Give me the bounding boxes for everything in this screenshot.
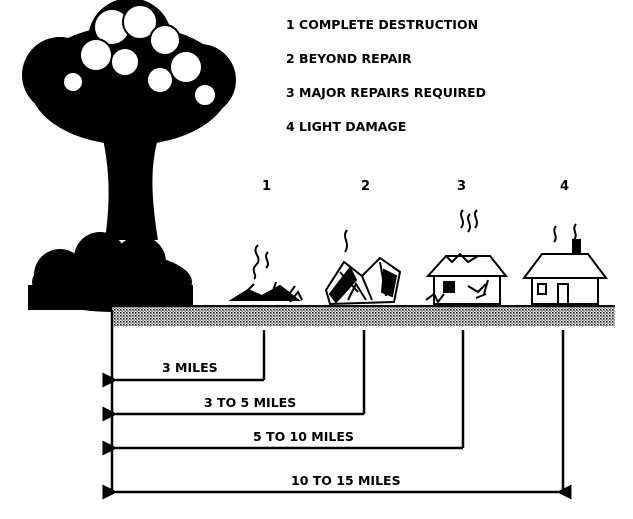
rubble-icon (228, 244, 303, 303)
zone-number-3: 3 (457, 179, 466, 194)
damaged-house-icon (425, 209, 509, 305)
distance-labels: 3 MILES 3 TO 5 MILES 5 TO 10 MILES 10 TO… (162, 360, 401, 488)
legend-item-4: 4 LIGHT DAMAGE (286, 119, 406, 134)
legend-item-2: 2 BEYOND REPAIR (286, 51, 412, 66)
ground (112, 305, 615, 326)
zone-number-4: 4 (560, 179, 569, 194)
distance-label-3: 5 TO 10 MILES (253, 429, 354, 444)
distance-label-4: 10 TO 15 MILES (291, 473, 401, 488)
legend-item-1: 1 COMPLETE DESTRUCTION (286, 17, 478, 32)
zone-numbers: 1 2 3 4 (262, 179, 569, 194)
collapsed-house-icon (324, 229, 402, 306)
intact-house-icon (522, 223, 608, 305)
legend-item-3: 3 MAJOR REPAIRS REQUIRED (286, 85, 486, 100)
mushroom-cloud-icon (22, 0, 236, 312)
legend: 1 COMPLETE DESTRUCTION 2 BEYOND REPAIR 3… (286, 17, 486, 134)
distance-label-2: 3 TO 5 MILES (204, 395, 296, 410)
zone-number-1: 1 (262, 179, 271, 194)
distance-label-1: 3 MILES (162, 360, 218, 375)
zone-number-2: 2 (361, 179, 370, 194)
distance-lines (102, 310, 572, 500)
